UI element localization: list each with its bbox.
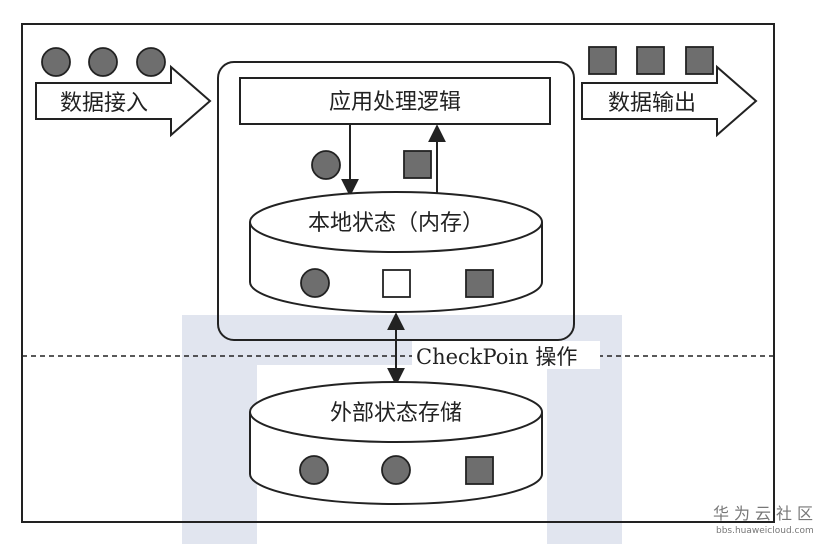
output-square bbox=[685, 46, 714, 75]
output-square bbox=[636, 46, 665, 75]
local-state-empty-square bbox=[382, 269, 411, 298]
data-input-arrow: 数据接入 bbox=[35, 64, 212, 138]
checkpoint-label: CheckPoin 操作 bbox=[416, 345, 577, 369]
app-logic-label: 应用处理逻辑 bbox=[329, 90, 461, 115]
checkpoint-label-bg bbox=[412, 341, 600, 369]
local-state-circle bbox=[300, 268, 330, 298]
input-circle bbox=[88, 47, 118, 77]
output-square bbox=[588, 46, 617, 75]
outer-frame bbox=[21, 23, 775, 523]
watermark-url: bbs.huaweicloud.com bbox=[716, 526, 814, 536]
state-circle-in-transit bbox=[311, 150, 341, 180]
input-records bbox=[41, 47, 166, 77]
data-output-label: 数据输出 bbox=[608, 91, 696, 116]
local-state-cylinder: 本地状态（内存） bbox=[249, 191, 543, 313]
external-state-square bbox=[465, 456, 494, 485]
data-input-label: 数据接入 bbox=[60, 91, 148, 116]
input-circle bbox=[136, 47, 166, 77]
output-records bbox=[588, 46, 714, 75]
app-logic-box: 应用处理逻辑 bbox=[239, 77, 551, 125]
watermark-name: 华为云社区 bbox=[713, 504, 818, 523]
external-state-label: 外部状态存储 bbox=[330, 401, 462, 426]
external-state-cylinder: 外部状态存储 bbox=[249, 381, 543, 505]
data-output-arrow: 数据输出 bbox=[581, 64, 758, 138]
external-state-circle bbox=[381, 455, 411, 485]
local-state-square bbox=[465, 269, 494, 298]
external-state-circle bbox=[299, 455, 329, 485]
input-circle bbox=[41, 47, 71, 77]
local-state-label: 本地状态（内存） bbox=[308, 211, 484, 236]
state-square-in-transit bbox=[403, 150, 432, 179]
